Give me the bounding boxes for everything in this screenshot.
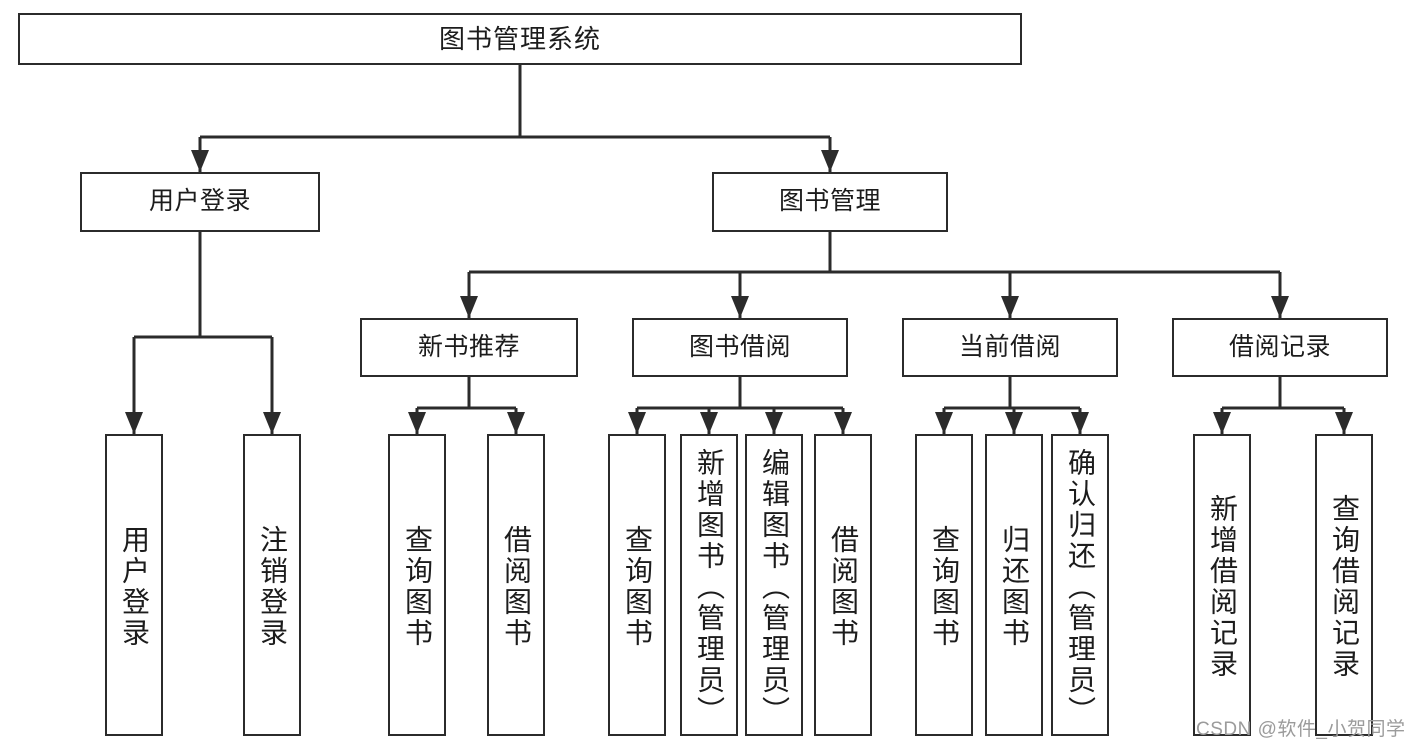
arrowhead-icon: [408, 412, 426, 434]
node-current-borrow[interactable]: 当前借阅: [902, 318, 1118, 377]
node-leaf-edit-book[interactable]: 编辑图书（管理员）: [745, 434, 803, 736]
node-label: 用户登录: [148, 187, 251, 216]
node-leaf-add-record[interactable]: 新增借阅记录: [1193, 434, 1251, 736]
arrowhead-icon: [700, 412, 718, 434]
arrowhead-icon: [1001, 296, 1019, 318]
node-book-borrow[interactable]: 图书借阅: [632, 318, 848, 377]
node-leaf-query-book-2[interactable]: 查询图书: [608, 434, 666, 736]
arrowhead-icon: [834, 412, 852, 434]
node-new-book-rec[interactable]: 新书推荐: [360, 318, 578, 377]
node-leaf-query-book-1[interactable]: 查询图书: [388, 434, 446, 736]
node-label: 借阅图书: [501, 525, 532, 649]
node-label: 新书推荐: [417, 332, 520, 361]
arrowhead-icon: [765, 412, 783, 434]
node-label: 借阅记录: [1228, 332, 1331, 361]
node-label: 借阅图书: [828, 525, 859, 649]
arrowhead-icon: [125, 412, 143, 434]
node-leaf-logout[interactable]: 注销登录: [243, 434, 301, 736]
node-label: 查询图书: [929, 525, 960, 649]
node-leaf-query-record[interactable]: 查询借阅记录: [1315, 434, 1373, 736]
arrowhead-icon: [935, 412, 953, 434]
node-label: 归还图书: [999, 525, 1030, 649]
node-label: 新增借阅记录: [1207, 494, 1238, 680]
arrowhead-icon: [731, 296, 749, 318]
node-label: 图书借阅: [688, 332, 791, 361]
arrowhead-icon: [460, 296, 478, 318]
arrowhead-icon: [507, 412, 525, 434]
node-label: 新增图书（管理员）: [694, 447, 725, 727]
node-leaf-query-book-3[interactable]: 查询图书: [915, 434, 973, 736]
arrowhead-icon: [1213, 412, 1231, 434]
arrowhead-icon: [821, 150, 839, 172]
node-leaf-add-book[interactable]: 新增图书（管理员）: [680, 434, 738, 736]
arrowhead-icon: [263, 412, 281, 434]
arrowhead-icon: [1271, 296, 1289, 318]
node-label: 编辑图书（管理员）: [759, 447, 790, 727]
node-label: 图书管理系统: [438, 23, 601, 54]
arrowhead-icon: [191, 150, 209, 172]
node-leaf-confirm-return[interactable]: 确认归还（管理员）: [1051, 434, 1109, 736]
arrowhead-icon: [628, 412, 646, 434]
node-label: 用户登录: [119, 525, 150, 649]
node-root[interactable]: 图书管理系统: [18, 13, 1022, 65]
node-label: 注销登录: [257, 525, 288, 649]
node-label: 当前借阅: [958, 332, 1061, 361]
node-book-manage[interactable]: 图书管理: [712, 172, 948, 232]
node-label: 查询图书: [402, 525, 433, 649]
node-label: 查询图书: [622, 525, 653, 649]
node-leaf-borrow-book-2[interactable]: 借阅图书: [814, 434, 872, 736]
arrowhead-icon: [1071, 412, 1089, 434]
node-leaf-return-book[interactable]: 归还图书: [985, 434, 1043, 736]
node-leaf-borrow-book-1[interactable]: 借阅图书: [487, 434, 545, 736]
node-borrow-record[interactable]: 借阅记录: [1172, 318, 1388, 377]
node-label: 查询借阅记录: [1329, 494, 1360, 680]
arrowhead-icon: [1005, 412, 1023, 434]
node-label: 确认归还（管理员）: [1065, 447, 1096, 727]
node-leaf-user-login[interactable]: 用户登录: [105, 434, 163, 736]
arrowhead-icon: [1335, 412, 1353, 434]
node-label: 图书管理: [778, 187, 881, 216]
node-user-login[interactable]: 用户登录: [80, 172, 320, 232]
